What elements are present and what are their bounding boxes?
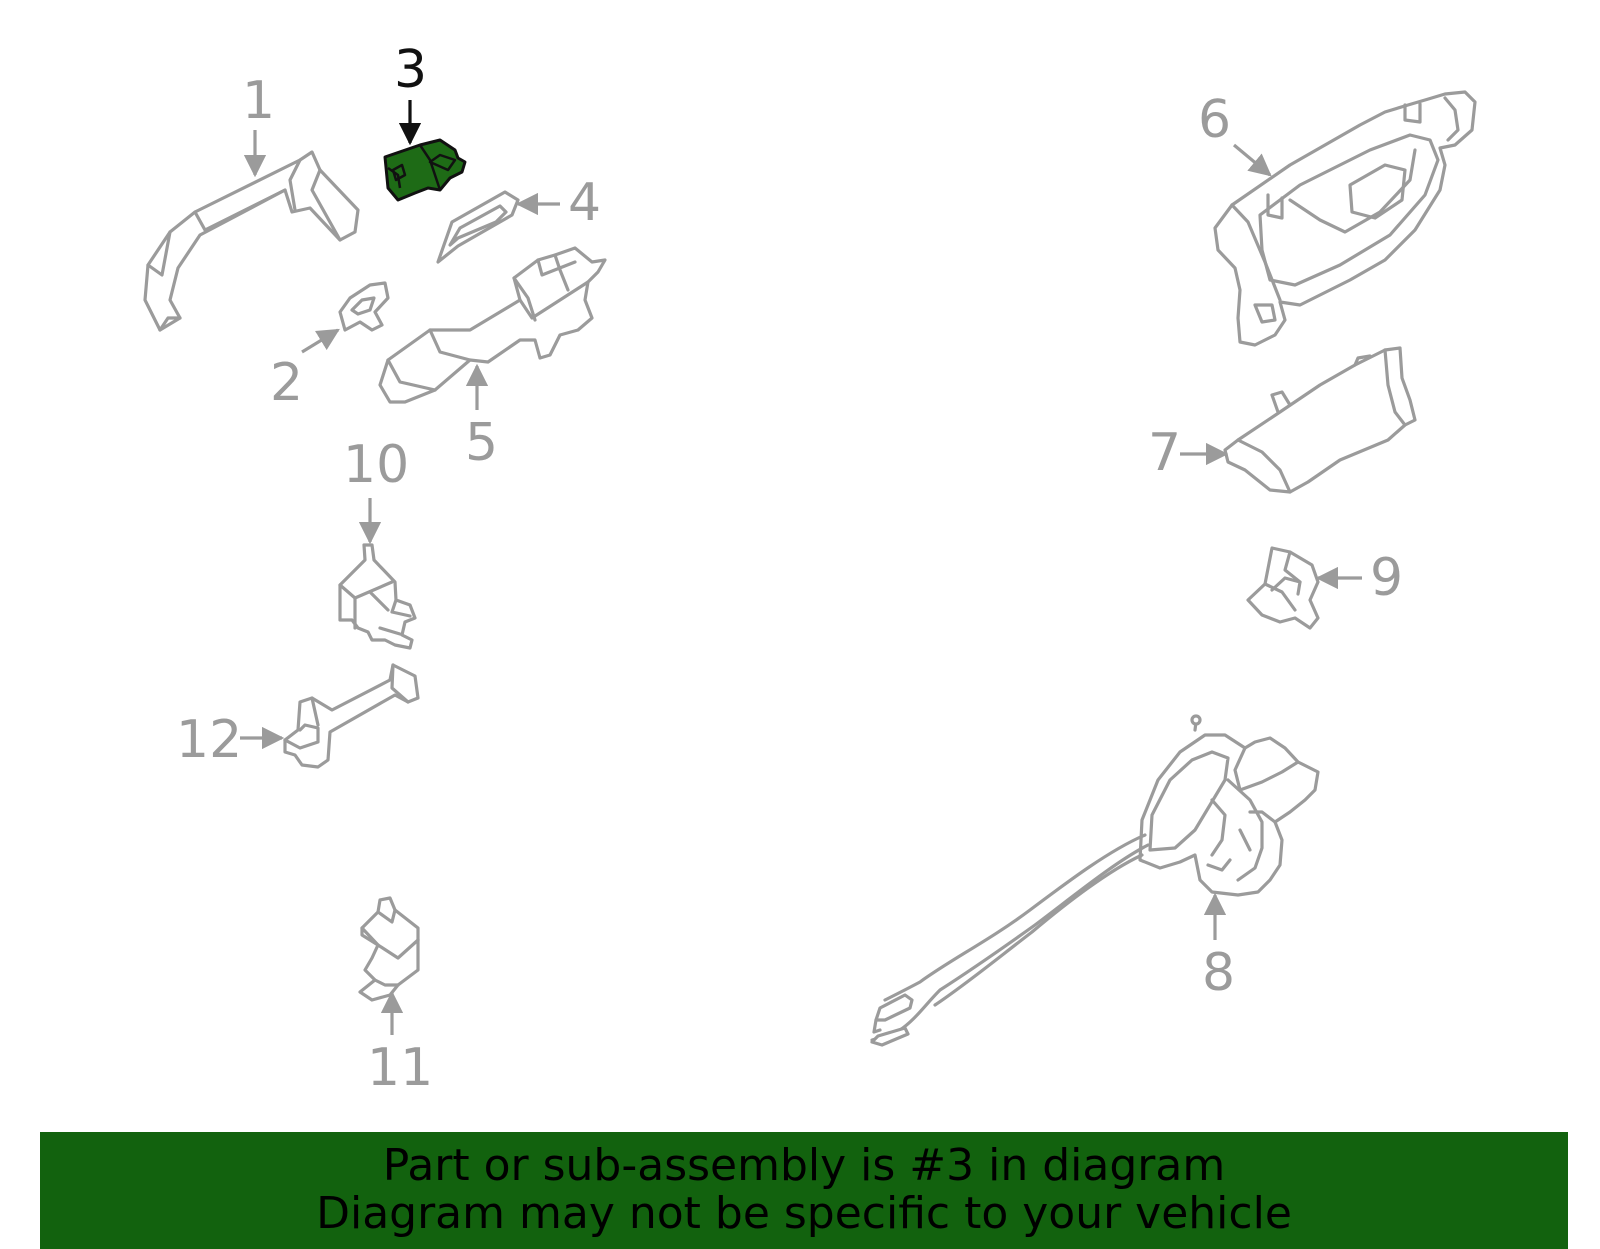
callout-7: 7 (1148, 423, 1229, 483)
part-9-clip (1246, 546, 1320, 630)
callout-2: 2 (270, 328, 340, 413)
banner-line-disclaimer: Diagram may not be specific to your vehi… (316, 1188, 1292, 1239)
part-5-handle-frame (378, 246, 607, 404)
callout-6: 6 (1198, 90, 1272, 177)
callout-9: 9 (1315, 548, 1403, 608)
callout-8: 8 (1202, 892, 1235, 1003)
part-12-door-check (283, 663, 420, 769)
svg-text:6: 6 (1198, 90, 1231, 150)
part-6-inside-handle (1213, 90, 1477, 347)
part-4-gasket-plate (436, 190, 520, 264)
part-1-outside-handle (143, 150, 360, 332)
part-2-gasket (338, 281, 390, 332)
svg-text:7: 7 (1148, 423, 1181, 483)
part-8-lock-actuator (870, 714, 1320, 1047)
svg-text:3: 3 (394, 40, 427, 100)
svg-text:2: 2 (270, 353, 303, 413)
svg-text:9: 9 (1370, 548, 1403, 608)
svg-text:11: 11 (367, 1038, 433, 1098)
part-3-cover-highlighted (383, 138, 467, 202)
svg-text:8: 8 (1202, 943, 1235, 1003)
callout-3: 3 (394, 40, 427, 146)
callout-12: 12 (176, 710, 285, 770)
svg-text:1: 1 (242, 71, 275, 131)
svg-text:4: 4 (568, 173, 601, 233)
part-7-handle-bezel (1223, 346, 1417, 494)
svg-text:10: 10 (343, 435, 409, 495)
callout-4: 4 (515, 173, 601, 233)
callout-5: 5 (465, 363, 498, 473)
banner-line-part-number: Part or sub-assembly is #3 in diagram (382, 1140, 1226, 1191)
part-10-actuator (338, 543, 417, 650)
part-11-bracket (358, 896, 420, 1002)
callout-10: 10 (343, 435, 409, 545)
callout-1: 1 (242, 71, 275, 178)
svg-text:12: 12 (176, 710, 242, 770)
callout-11: 11 (367, 990, 433, 1098)
info-banner: Part or sub-assembly is #3 in diagram Di… (40, 1132, 1568, 1249)
svg-text:5: 5 (465, 413, 498, 473)
